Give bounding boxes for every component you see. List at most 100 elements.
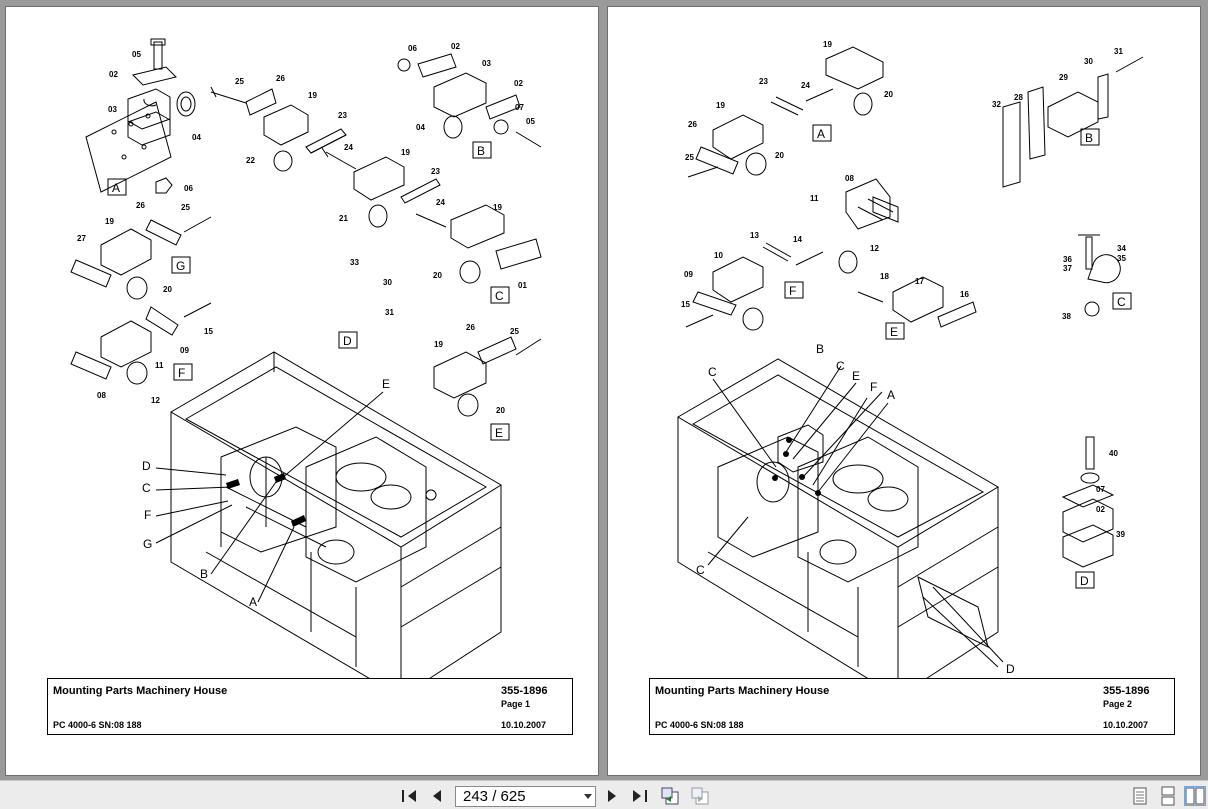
- item-number: 19: [308, 91, 317, 100]
- chevron-down-icon[interactable]: [584, 794, 592, 799]
- item-number: 13: [750, 231, 759, 240]
- item-number: 25: [510, 327, 519, 336]
- item-number: 34: [1117, 244, 1126, 253]
- detail-box-label: A: [112, 181, 120, 195]
- title-block: Mounting Parts Machinery House 355-1896 …: [649, 678, 1175, 735]
- assembly-callout: C: [708, 365, 717, 379]
- assembly-callout: C: [142, 481, 151, 495]
- item-number: 06: [184, 184, 193, 193]
- part-number: 355-1896: [1103, 685, 1150, 697]
- item-number: 20: [884, 90, 893, 99]
- navigation-toolbar: 243 / 625: [0, 780, 1208, 809]
- item-number: 26: [276, 74, 285, 83]
- assembly-callout: F: [870, 380, 877, 394]
- item-number: 39: [1116, 530, 1125, 539]
- go-forward-view-icon: [691, 787, 709, 805]
- item-number: 04: [416, 123, 425, 132]
- detail-box-label: B: [1085, 131, 1093, 145]
- item-number: 31: [1114, 47, 1123, 56]
- detail-box-label: G: [176, 259, 185, 273]
- item-number: 23: [338, 111, 347, 120]
- item-number: 27: [77, 234, 86, 243]
- detail-box-label: C: [1117, 295, 1126, 309]
- facing-pages-view-icon: [1185, 787, 1205, 805]
- item-number: 07: [1096, 485, 1105, 494]
- document-page-1: A B C D E F G A B C D E F G 01 02 03 04 …: [5, 6, 599, 776]
- detail-box-label: D: [343, 334, 352, 348]
- assembly-callout: D: [142, 459, 151, 473]
- item-number: 23: [431, 167, 440, 176]
- item-number: 02: [1096, 505, 1105, 514]
- item-number: 05: [526, 117, 535, 126]
- next-page-button[interactable]: [601, 786, 623, 806]
- item-number: 06: [408, 44, 417, 53]
- go-back-view-icon: [661, 787, 679, 805]
- item-number: 22: [246, 156, 255, 165]
- item-number: 19: [434, 340, 443, 349]
- previous-page-button[interactable]: [426, 786, 448, 806]
- item-number: 03: [482, 59, 491, 68]
- item-number: 35: [1117, 254, 1126, 263]
- item-number: 07: [515, 103, 524, 112]
- document-viewport[interactable]: A B C D E F G A B C D E F G 01 02 03 04 …: [0, 0, 1208, 780]
- page-number-field[interactable]: 243 / 625: [455, 786, 596, 807]
- item-number: 05: [132, 50, 141, 59]
- item-number: 19: [493, 203, 502, 212]
- item-number: 38: [1062, 312, 1071, 321]
- first-page-icon: [402, 790, 416, 802]
- item-number: 08: [845, 174, 854, 183]
- item-number: 18: [880, 272, 889, 281]
- assembly-callout: E: [382, 377, 390, 391]
- facing-pages-view-button[interactable]: [1184, 786, 1206, 806]
- assembly-callout: C: [696, 563, 705, 577]
- go-forward-view-button[interactable]: [689, 786, 711, 806]
- single-page-view-button[interactable]: [1129, 786, 1151, 806]
- item-number: 20: [496, 406, 505, 415]
- page-label: Page 2: [1103, 699, 1133, 709]
- drawing-date: 10.10.2007: [501, 720, 547, 730]
- item-number: 37: [1063, 264, 1072, 273]
- assembly-callout: C: [836, 359, 845, 373]
- item-number: 32: [992, 100, 1001, 109]
- assembly-callout: A: [887, 388, 895, 402]
- item-number: 12: [870, 244, 879, 253]
- previous-page-icon: [433, 790, 441, 802]
- item-number: 10: [714, 251, 723, 260]
- item-number: 19: [716, 101, 725, 110]
- item-number: 26: [688, 120, 697, 129]
- item-number: 02: [451, 42, 460, 51]
- item-number: 25: [181, 203, 190, 212]
- detail-box-label: D: [1080, 574, 1089, 588]
- last-page-icon: [633, 790, 647, 802]
- item-number: 03: [108, 105, 117, 114]
- first-page-button[interactable]: [398, 786, 420, 806]
- document-page-2: A B C D E F A B C D E F C C 02 07 08 09 …: [607, 6, 1201, 776]
- go-back-view-button[interactable]: [659, 786, 681, 806]
- item-number: 26: [466, 323, 475, 332]
- item-number: 25: [685, 153, 694, 162]
- item-number: 20: [775, 151, 784, 160]
- item-number: 17: [915, 277, 924, 286]
- continuous-view-button[interactable]: [1157, 786, 1179, 806]
- item-number: 20: [433, 271, 442, 280]
- assembly-callout: B: [200, 567, 208, 581]
- item-number: 31: [385, 308, 394, 317]
- item-number: 16: [960, 290, 969, 299]
- next-page-icon: [608, 790, 616, 802]
- item-number: 19: [401, 148, 410, 157]
- assembly-callout: A: [249, 595, 257, 609]
- item-number: 15: [204, 327, 213, 336]
- last-page-button[interactable]: [629, 786, 651, 806]
- item-number: 33: [350, 258, 359, 267]
- item-number: 02: [514, 79, 523, 88]
- item-number: 11: [155, 361, 164, 370]
- item-number: 11: [810, 194, 819, 203]
- detail-box-label: E: [890, 325, 898, 339]
- assembly-callout: G: [143, 537, 152, 551]
- item-number: 23: [759, 77, 768, 86]
- item-number: 15: [681, 300, 690, 309]
- detail-box-label: F: [789, 284, 796, 298]
- continuous-view-icon: [1161, 786, 1175, 806]
- item-number: 25: [235, 77, 244, 86]
- detail-box-label: E: [495, 426, 503, 440]
